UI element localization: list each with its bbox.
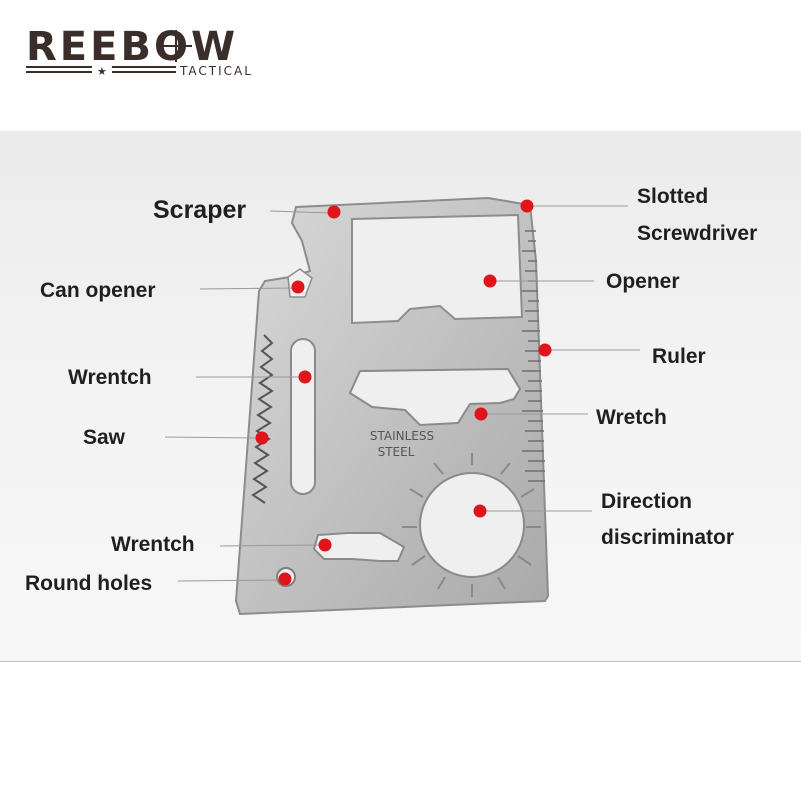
label-ruler: Ruler: [652, 345, 706, 368]
marker-wrentch-2: [318, 538, 332, 552]
marker-wrentch-1: [298, 370, 312, 384]
label-can-opener: Can opener: [40, 279, 156, 302]
label-wrentch-2: Wrentch: [111, 533, 195, 556]
marker-slotted-screwdriver: [520, 199, 534, 213]
marker-saw: [255, 431, 269, 445]
leader-lines: [164, 205, 640, 582]
slot-wrench: [290, 338, 316, 495]
crosshair-icon: [160, 30, 192, 62]
marker-direction: [473, 504, 487, 518]
brand-logo: REEBOW ★ TACTICAL: [26, 24, 253, 78]
opener-cutout: [351, 213, 524, 325]
multitool-card-illustration: STAINLESS STEEL: [164, 196, 640, 616]
marker-scraper: [327, 205, 341, 219]
label-slotted: Slotted: [637, 185, 709, 208]
engraving-stainless: STAINLESS: [370, 429, 434, 443]
label-saw: Saw: [83, 426, 126, 449]
ruler-ticks: [522, 230, 545, 482]
marker-round-holes: [278, 572, 292, 586]
star-icon: ★: [97, 65, 107, 78]
logo-stripes: [26, 66, 176, 73]
label-scraper: Scraper: [153, 196, 247, 224]
label-round-holes: Round holes: [25, 572, 153, 595]
wrench-cutout: [348, 367, 522, 427]
product-photo: STAINLESS STEEL: [0, 131, 801, 662]
direction-discriminator: [402, 453, 541, 597]
label-opener: Opener: [606, 270, 680, 293]
small-wrench-cutout: [312, 532, 406, 562]
brand-name: REEBOW: [26, 24, 238, 70]
label-wretch: Wretch: [596, 406, 667, 429]
label-discriminator: discriminator: [601, 526, 735, 549]
engraving-steel: STEEL: [378, 445, 415, 459]
saw-teeth: [251, 334, 274, 504]
callout-markers: [255, 199, 552, 586]
brand-tagline: TACTICAL: [179, 64, 253, 78]
marker-can-opener: [291, 280, 305, 294]
label-wrentch-1: Wrentch: [68, 366, 152, 389]
marker-ruler: [538, 343, 552, 357]
marker-wretch: [474, 407, 488, 421]
marker-opener: [483, 274, 497, 288]
header: REEBOW ★ TACTICAL: [0, 0, 801, 130]
label-direction: Direction: [601, 490, 693, 513]
label-screwdriver: Screwdriver: [637, 222, 758, 245]
